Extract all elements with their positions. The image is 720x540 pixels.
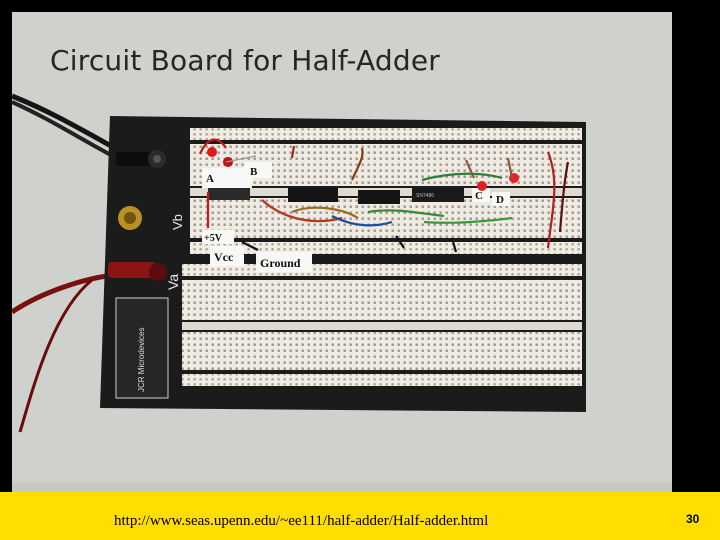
ic-chips: SN7486	[208, 186, 464, 204]
binding-posts	[108, 150, 167, 281]
label-c: C	[475, 190, 483, 202]
jcr-logo: JCR Microdevices	[115, 297, 169, 399]
va-label: Va	[165, 274, 181, 290]
svg-text:SN7486: SN7486	[416, 193, 434, 199]
label-d: D	[496, 194, 504, 206]
footer-bar	[12, 492, 720, 540]
label-vcc: Vcc	[214, 250, 234, 264]
vb-label: Vb	[170, 214, 185, 230]
source-url: http://www.seas.upenn.edu/~ee111/half-ad…	[114, 513, 489, 529]
jumper-wires	[198, 138, 570, 253]
breadboard-photo: Va Vb JCR Microdevices A B	[12, 12, 672, 492]
label-ground: Ground	[260, 256, 301, 270]
label-plus5v: +5V	[204, 233, 223, 244]
breadboard	[182, 128, 582, 386]
footer-left-strip	[0, 492, 12, 540]
label-b: B	[250, 166, 258, 178]
label-a: A	[206, 173, 214, 185]
logo-text: JCR Microdevices	[137, 328, 146, 392]
slide-title: Circuit Board for Half-Adder	[50, 44, 440, 77]
page-number: 30	[686, 512, 700, 526]
